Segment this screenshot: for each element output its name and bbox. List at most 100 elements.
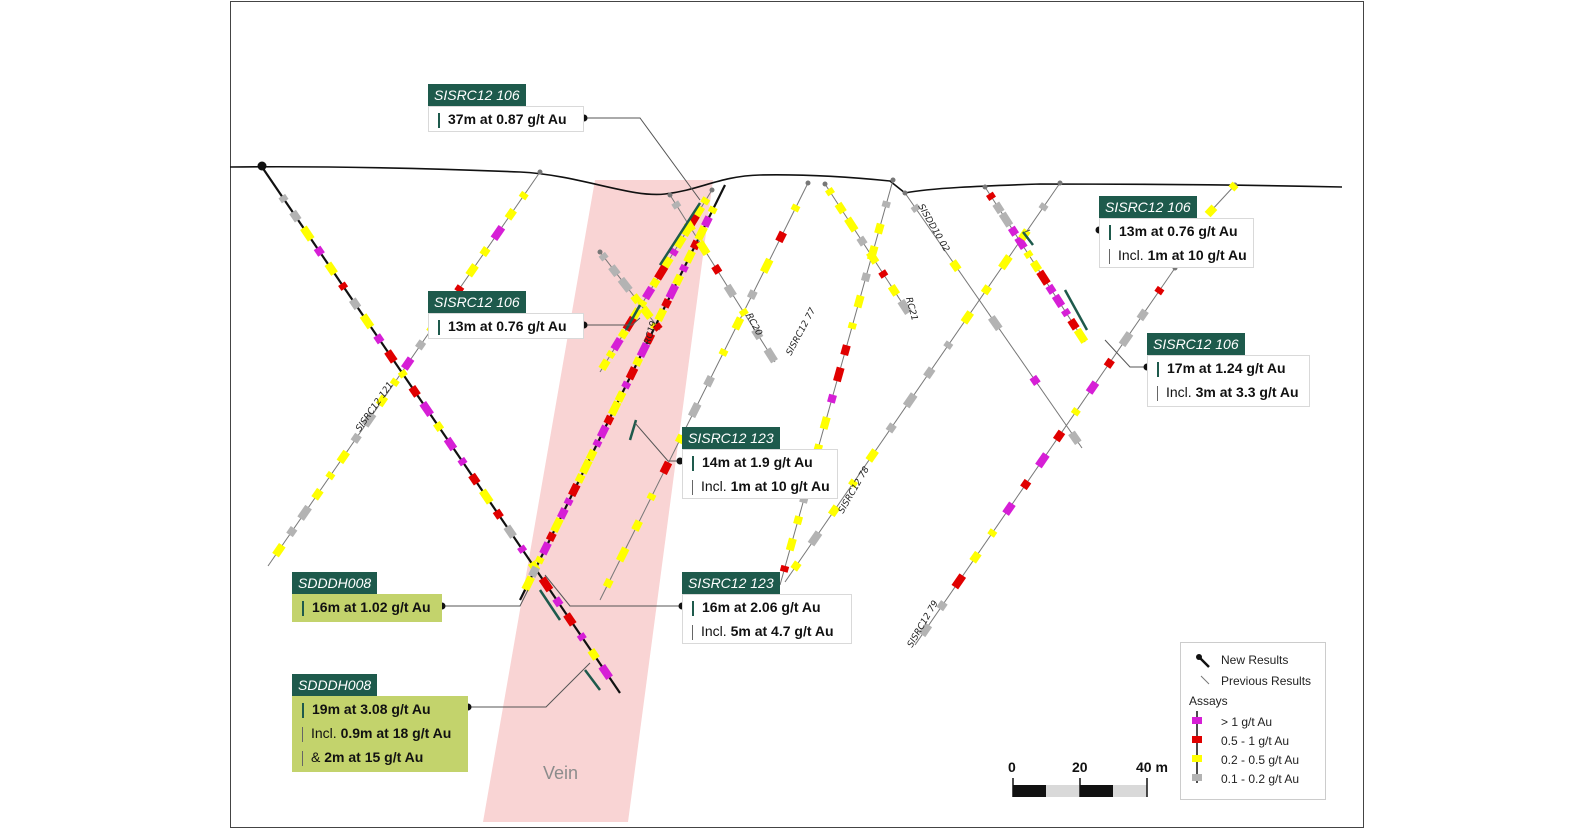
assay-interval — [492, 508, 504, 520]
legend-item: 0.2 - 0.5 g/t Au — [1221, 753, 1300, 767]
legend-item: 0.5 - 1 g/t Au — [1221, 734, 1290, 748]
assay-interval — [853, 294, 865, 309]
assay-interval — [661, 255, 674, 269]
assay-interval — [1052, 429, 1066, 443]
assay-interval — [643, 332, 656, 345]
assay-interval — [790, 560, 802, 572]
assay-interval — [833, 366, 845, 383]
assay-interval — [668, 247, 679, 257]
assay-interval — [1038, 202, 1049, 212]
assay-interval — [596, 424, 610, 439]
assay-interval — [1228, 181, 1239, 192]
assay-interval — [605, 349, 616, 360]
assay-interval — [585, 448, 598, 462]
assay-interval — [637, 298, 648, 308]
callout-value: 13m at 0.76 g/t Au — [448, 318, 567, 334]
assay-interval — [1073, 327, 1089, 344]
assay-interval — [865, 448, 879, 463]
assay-interval — [1007, 225, 1020, 237]
callout-tag: SISRC12 106 — [1147, 333, 1245, 355]
assay-interval — [617, 328, 629, 340]
assay-interval — [690, 239, 701, 251]
assay-interval — [350, 432, 362, 444]
assay-interval — [636, 341, 651, 359]
assay-interval — [819, 416, 831, 430]
assay-interval — [949, 259, 962, 273]
assay-interval — [468, 472, 481, 486]
collar-marker — [902, 190, 908, 196]
assay-interval — [300, 225, 315, 242]
assay-interval — [598, 251, 609, 262]
assay-interval — [673, 234, 687, 250]
callout-prefix: Incl. — [1118, 247, 1144, 263]
collar-marker — [890, 177, 896, 183]
assay-interval — [998, 254, 1013, 271]
assay-interval — [457, 456, 468, 467]
assay-interval — [881, 200, 891, 209]
callout-value: 16m at 1.02 g/t Au — [312, 599, 431, 615]
assay-interval — [630, 293, 642, 305]
assay-interval — [587, 648, 600, 661]
assay-interval — [923, 366, 936, 380]
assay-interval — [615, 546, 630, 563]
callout-value: 14m at 1.9 g/t Au — [702, 454, 813, 470]
callout-value: 5m at 4.7 g/t Au — [730, 623, 834, 639]
assay-interval — [1070, 407, 1081, 417]
assay-interval — [860, 272, 871, 283]
assay-interval — [325, 470, 336, 481]
assay-interval — [528, 565, 540, 578]
assay-interval — [751, 327, 764, 341]
assay-interval — [910, 203, 921, 214]
assay-interval — [373, 333, 385, 345]
callout-value: 2m at 15 g/t Au — [324, 749, 424, 765]
callout-value: 19m at 3.08 g/t Au — [312, 701, 431, 717]
assay-interval — [465, 263, 479, 278]
vein-zone — [483, 180, 713, 822]
assay-interval — [574, 473, 586, 484]
assay-interval — [988, 315, 1003, 332]
assay-interval — [1020, 478, 1032, 491]
assay-interval — [608, 400, 622, 417]
assay-interval — [652, 322, 663, 332]
collar-marker — [667, 192, 673, 198]
callout-tag: SISRC12 123 — [682, 427, 780, 449]
assay-interval — [951, 573, 967, 590]
callout-value: 16m at 2.06 g/t Au — [702, 599, 821, 615]
assay-interval — [359, 313, 375, 330]
assay-interval — [433, 420, 445, 433]
assay-interval — [887, 284, 901, 297]
assay-interval — [336, 449, 350, 465]
assay-interval — [856, 235, 868, 247]
assay-interval — [897, 298, 912, 315]
assay-interval — [671, 200, 682, 210]
scale-tick-40: 40 m — [1136, 759, 1168, 775]
assay-interval — [539, 541, 552, 556]
assay-intervals — [272, 181, 1239, 691]
hole-label-sisrc12-77: SISRC12 77 — [785, 306, 819, 357]
assay-interval — [286, 526, 298, 538]
assay-interval — [1085, 380, 1100, 395]
callout-value: 1m at 10 g/t Au — [730, 478, 830, 494]
assay-interval — [834, 201, 847, 215]
assay-interval — [621, 380, 632, 390]
assay-interval — [659, 460, 673, 475]
assay-interval — [550, 516, 564, 534]
sisrc12-78-trace — [779, 179, 894, 586]
assay-interval — [827, 504, 841, 518]
callout-tag: SISRC12 106 — [428, 291, 526, 313]
assay-interval — [825, 187, 835, 197]
callout-value: 17m at 1.24 g/t Au — [1167, 360, 1286, 376]
callout-box: 16m at 2.06 g/t Au Incl. 5m at 4.7 g/t A… — [682, 594, 852, 644]
intercept-marker — [1022, 231, 1034, 246]
leader-lines — [442, 117, 1147, 708]
assay-interval — [479, 246, 491, 258]
assay-interval — [646, 492, 657, 502]
callout-prefix: Incl. — [701, 623, 727, 639]
collar-marker — [597, 249, 603, 255]
legend-assays-title: Assays — [1189, 694, 1228, 708]
callout-box: 16m at 1.02 g/t Au — [292, 594, 442, 622]
intercept-marker — [538, 589, 562, 621]
assay-interval — [992, 201, 1005, 215]
assay-interval — [827, 393, 837, 404]
